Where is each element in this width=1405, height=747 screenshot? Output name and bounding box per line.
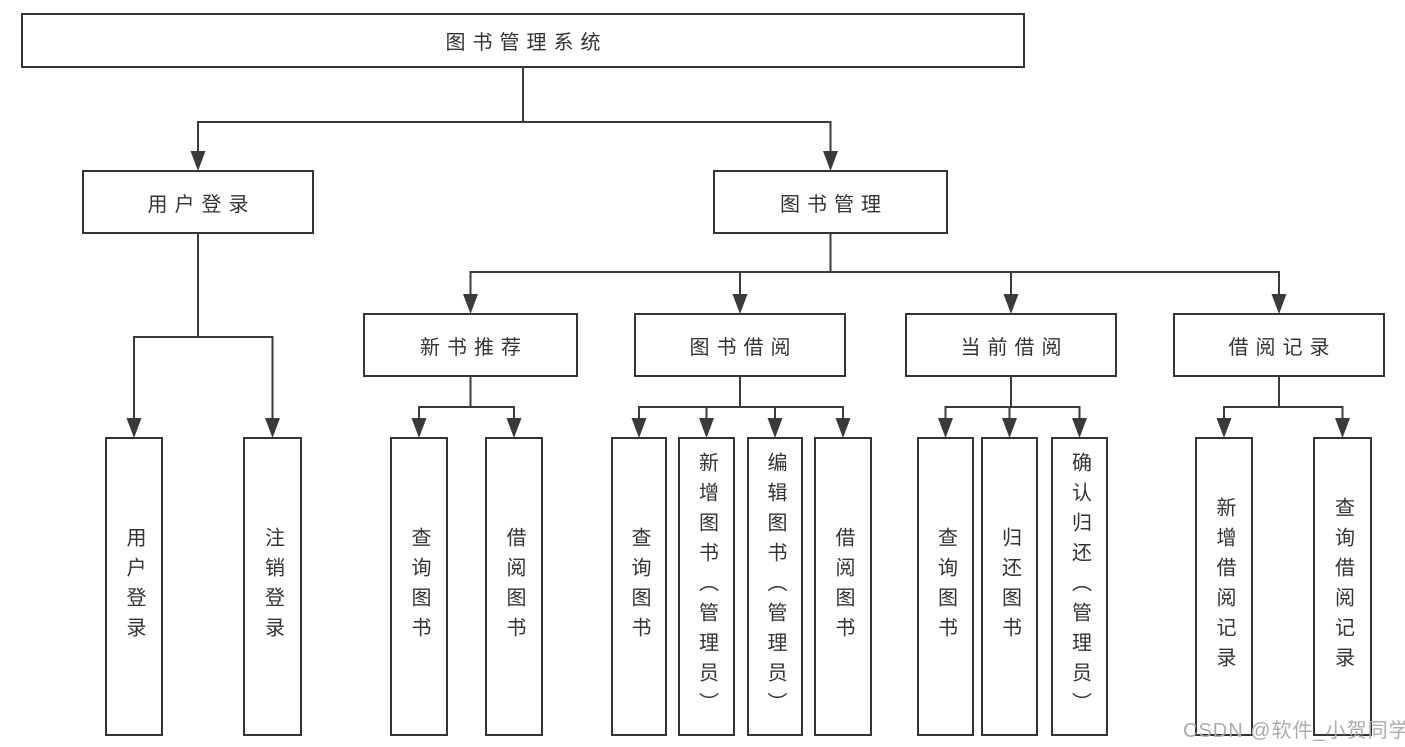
arrowhead-icon (835, 418, 851, 438)
node-label-user-login-leaf: 用户登录 (123, 526, 145, 647)
arrowhead-icon (823, 151, 838, 171)
arrowhead-icon (265, 418, 280, 438)
node-user-login-leaf: 用户登录 (105, 437, 163, 736)
node-logout: 注销登录 (243, 437, 302, 736)
arrowhead-icon (1072, 418, 1087, 438)
node-label-query-book-1: 查询图书 (408, 526, 430, 647)
node-label-edit-book: 编辑图书（管理员） (764, 451, 786, 722)
node-label-query-borrow-record: 查询借阅记录 (1331, 496, 1354, 677)
node-borrow-book-1: 借阅图书 (485, 437, 543, 736)
arrowhead-icon (411, 418, 427, 438)
node-book-borrow: 图书借阅 (634, 313, 846, 377)
arrowhead-icon (699, 418, 714, 438)
node-label-confirm-return: 确认归还（管理员） (1068, 451, 1091, 722)
node-label-book-mgmt: 图书管理 (780, 193, 888, 216)
node-query-book-2: 查询图书 (611, 437, 667, 736)
watermark-text: CSDN @软件_小贺同学 (1183, 720, 1405, 742)
node-edit-book: 编辑图书（管理员） (747, 437, 803, 736)
arrowhead-icon (1216, 418, 1232, 438)
node-label-borrow-book-2: 借阅图书 (832, 526, 854, 647)
node-label-borrow-book-1: 借阅图书 (503, 526, 525, 647)
node-label-book-borrow: 图书借阅 (689, 336, 798, 359)
node-user-login: 用户登录 (82, 170, 314, 234)
arrowhead-icon (631, 418, 647, 438)
arrowhead-icon (938, 418, 953, 438)
node-return-book: 归还图书 (981, 437, 1038, 736)
arrowhead-icon (1003, 294, 1019, 314)
node-label-user-login: 用户登录 (147, 193, 256, 216)
arrowhead-icon (767, 418, 783, 438)
arrowhead-icon (732, 294, 748, 314)
node-label-current-borrow: 当前借阅 (960, 336, 1069, 359)
node-new-book-rec: 新书推荐 (363, 313, 578, 377)
arrowhead-icon (190, 151, 206, 171)
node-current-borrow: 当前借阅 (905, 313, 1117, 377)
node-add-book: 新增图书（管理员） (678, 437, 735, 736)
node-label-root: 图书管理系统 (445, 32, 608, 54)
node-label-add-borrow-record: 新增借阅记录 (1213, 496, 1235, 677)
node-query-book-1: 查询图书 (390, 437, 448, 736)
node-label-query-book-3: 查询图书 (934, 526, 957, 647)
node-query-book-3: 查询图书 (917, 437, 974, 736)
node-confirm-return: 确认归还（管理员） (1051, 437, 1108, 736)
node-add-borrow-record: 新增借阅记录 (1195, 437, 1253, 736)
node-label-add-book: 新增图书（管理员） (695, 451, 718, 722)
arrowhead-icon (463, 294, 478, 314)
node-root: 图书管理系统 (21, 13, 1025, 68)
node-book-mgmt: 图书管理 (713, 170, 948, 234)
node-label-new-book-rec: 新书推荐 (420, 336, 528, 359)
node-borrow-book-2: 借阅图书 (814, 437, 872, 736)
node-query-borrow-record: 查询借阅记录 (1313, 437, 1372, 736)
arrowhead-icon (126, 418, 142, 438)
arrowhead-icon (1002, 418, 1017, 438)
node-label-logout: 注销登录 (261, 526, 284, 647)
node-label-borrow-records: 借阅记录 (1228, 336, 1337, 359)
node-label-return-book: 归还图书 (998, 526, 1021, 647)
arrowhead-icon (1271, 294, 1287, 314)
arrowhead-icon (1335, 418, 1350, 438)
arrowhead-icon (506, 418, 522, 438)
node-label-query-book-2: 查询图书 (628, 526, 650, 647)
node-borrow-records: 借阅记录 (1173, 313, 1385, 377)
